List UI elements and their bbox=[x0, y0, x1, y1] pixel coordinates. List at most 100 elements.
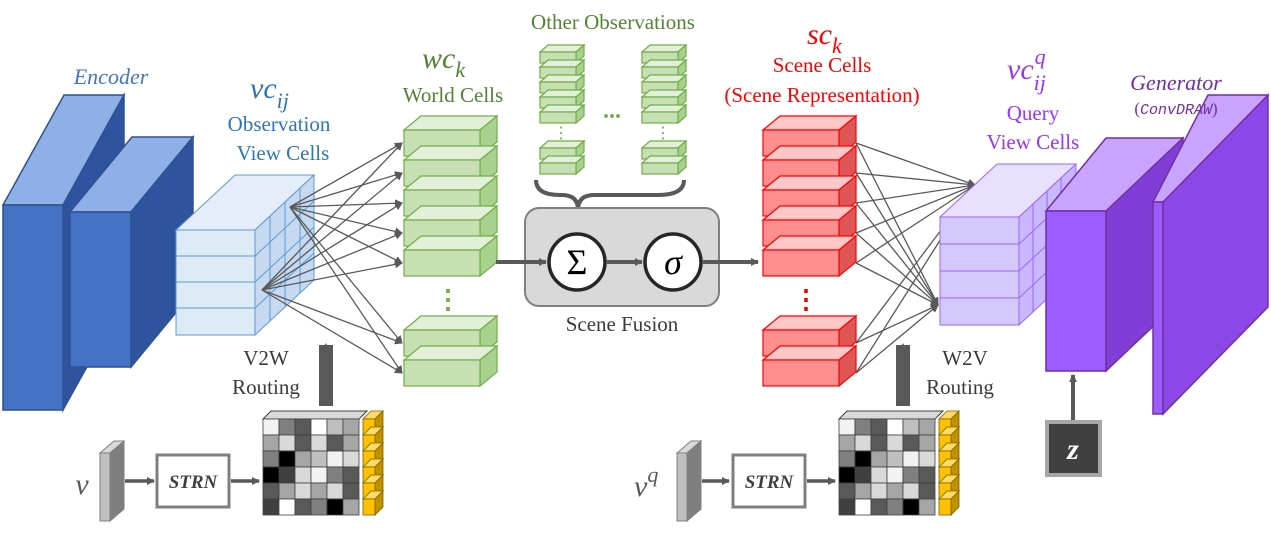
left-input-symbol: v bbox=[75, 468, 89, 501]
matrix-cell bbox=[918, 434, 936, 452]
w2v-arrow bbox=[855, 304, 939, 374]
scene-cell bbox=[761, 234, 858, 278]
world-cells-symbol: wck bbox=[422, 42, 466, 82]
latent-z-label: z bbox=[1066, 433, 1079, 466]
v2w-arrow bbox=[261, 172, 403, 291]
matrix-cell bbox=[854, 434, 872, 452]
encoder-block bbox=[1, 92, 195, 413]
matrix-cell bbox=[262, 434, 280, 452]
matrix-cell bbox=[854, 450, 872, 468]
matrix-cell bbox=[918, 418, 936, 436]
matrix-cell bbox=[870, 450, 888, 468]
generator-label: Generator bbox=[1130, 70, 1222, 95]
v2w-arrow bbox=[289, 206, 403, 264]
matrix-cell bbox=[902, 482, 920, 500]
other-observations-label: Other Observations bbox=[531, 10, 695, 34]
matrix-cell bbox=[342, 418, 360, 436]
matrix-cell bbox=[310, 482, 328, 500]
w2v-label-1: W2V bbox=[942, 346, 988, 370]
v2w-arrow bbox=[289, 206, 403, 374]
right-input-symbol: vq bbox=[634, 462, 658, 503]
right-routing-matrix bbox=[837, 410, 960, 516]
obs-view-cells-symbol: vcij bbox=[250, 72, 289, 113]
other-obs-cell bbox=[640, 103, 688, 125]
matrix-cell bbox=[294, 498, 312, 516]
matrix-cell bbox=[294, 482, 312, 500]
matrix-cell bbox=[902, 450, 920, 468]
matrix-top bbox=[837, 410, 945, 420]
matrix-cell bbox=[294, 450, 312, 468]
left-routing-matrix bbox=[261, 410, 384, 516]
generator-sublabel: (ConvDRAW) bbox=[1134, 99, 1217, 119]
w2v-arrow bbox=[855, 172, 939, 306]
other-obs-brace bbox=[534, 179, 686, 211]
matrix-cell bbox=[854, 498, 872, 516]
v2w-arrow bbox=[289, 142, 403, 208]
matrix-cell bbox=[918, 498, 936, 516]
matrix-cell bbox=[886, 434, 904, 452]
right-strn-label: STRN bbox=[745, 472, 795, 493]
sum-symbol: Σ bbox=[567, 242, 588, 282]
encoder-label: Encoder bbox=[73, 64, 149, 89]
matrix-cell bbox=[326, 418, 344, 436]
matrix-cell bbox=[902, 466, 920, 484]
other-obs-cell bbox=[538, 73, 586, 95]
matrix-cell bbox=[310, 450, 328, 468]
query-view-cells-label-1: Query bbox=[1007, 101, 1060, 125]
matrix-cell bbox=[278, 418, 296, 436]
matrix-cell bbox=[870, 434, 888, 452]
matrix-cell bbox=[326, 450, 344, 468]
matrix-cell bbox=[310, 434, 328, 452]
scene-cells-label-2: (Scene Representation) bbox=[724, 83, 919, 107]
matrix-cell bbox=[886, 466, 904, 484]
generator-block bbox=[1044, 93, 1270, 416]
matrix-top bbox=[261, 410, 369, 420]
obs-view-cells-label-1: Observation bbox=[228, 112, 331, 136]
scene-cells-stack bbox=[761, 114, 858, 388]
left-strn-box bbox=[155, 453, 231, 509]
w2v-label-2: Routing bbox=[926, 375, 994, 399]
v2w-arrow bbox=[289, 199, 403, 208]
matrix-cell bbox=[294, 418, 312, 436]
other-obs-cell bbox=[640, 43, 688, 65]
scene-cell bbox=[761, 344, 858, 388]
matrix-cell bbox=[310, 498, 328, 516]
w2v-arrow bbox=[855, 184, 976, 264]
sigma-symbol: σ bbox=[664, 242, 683, 282]
w2v-arrow bbox=[855, 142, 939, 306]
matrix-cell bbox=[342, 450, 360, 468]
matrix-cell bbox=[278, 450, 296, 468]
matrix-cell bbox=[342, 466, 360, 484]
v2w-routing-arrows bbox=[261, 142, 403, 374]
gold-cell bbox=[362, 498, 376, 516]
world-cells-stack bbox=[402, 114, 499, 388]
w2v-arrow bbox=[855, 202, 939, 306]
matrix-cell bbox=[310, 466, 328, 484]
matrix-cell bbox=[262, 498, 280, 516]
matrix-cell bbox=[886, 418, 904, 436]
matrix-cell bbox=[902, 498, 920, 516]
matrix-cell bbox=[854, 418, 872, 436]
v2w-label-1: V2W bbox=[243, 346, 289, 370]
world-cell bbox=[402, 344, 499, 388]
latent-z-box bbox=[1045, 420, 1102, 477]
scene-cell bbox=[761, 144, 858, 188]
matrix-cell bbox=[870, 482, 888, 500]
matrix-cell bbox=[870, 418, 888, 436]
other-obs-cell bbox=[640, 154, 688, 176]
other-obs-cell bbox=[640, 73, 688, 95]
right-strn-box bbox=[731, 453, 807, 509]
matrix-cell bbox=[326, 482, 344, 500]
matrix-cell bbox=[342, 434, 360, 452]
matrix-cell bbox=[262, 418, 280, 436]
v2w-arrow bbox=[261, 289, 403, 374]
right-input-view bbox=[675, 439, 703, 523]
other-obs-cell bbox=[538, 103, 586, 125]
v2w-arrow bbox=[261, 202, 403, 291]
v2w-arrow bbox=[289, 171, 403, 208]
matrix-cell bbox=[294, 434, 312, 452]
other-obs-cell bbox=[538, 154, 586, 176]
scene-cells-vertical-dots: ⋮ bbox=[793, 285, 819, 314]
w2v-routing-arrows bbox=[855, 142, 976, 374]
matrix-cell bbox=[854, 482, 872, 500]
